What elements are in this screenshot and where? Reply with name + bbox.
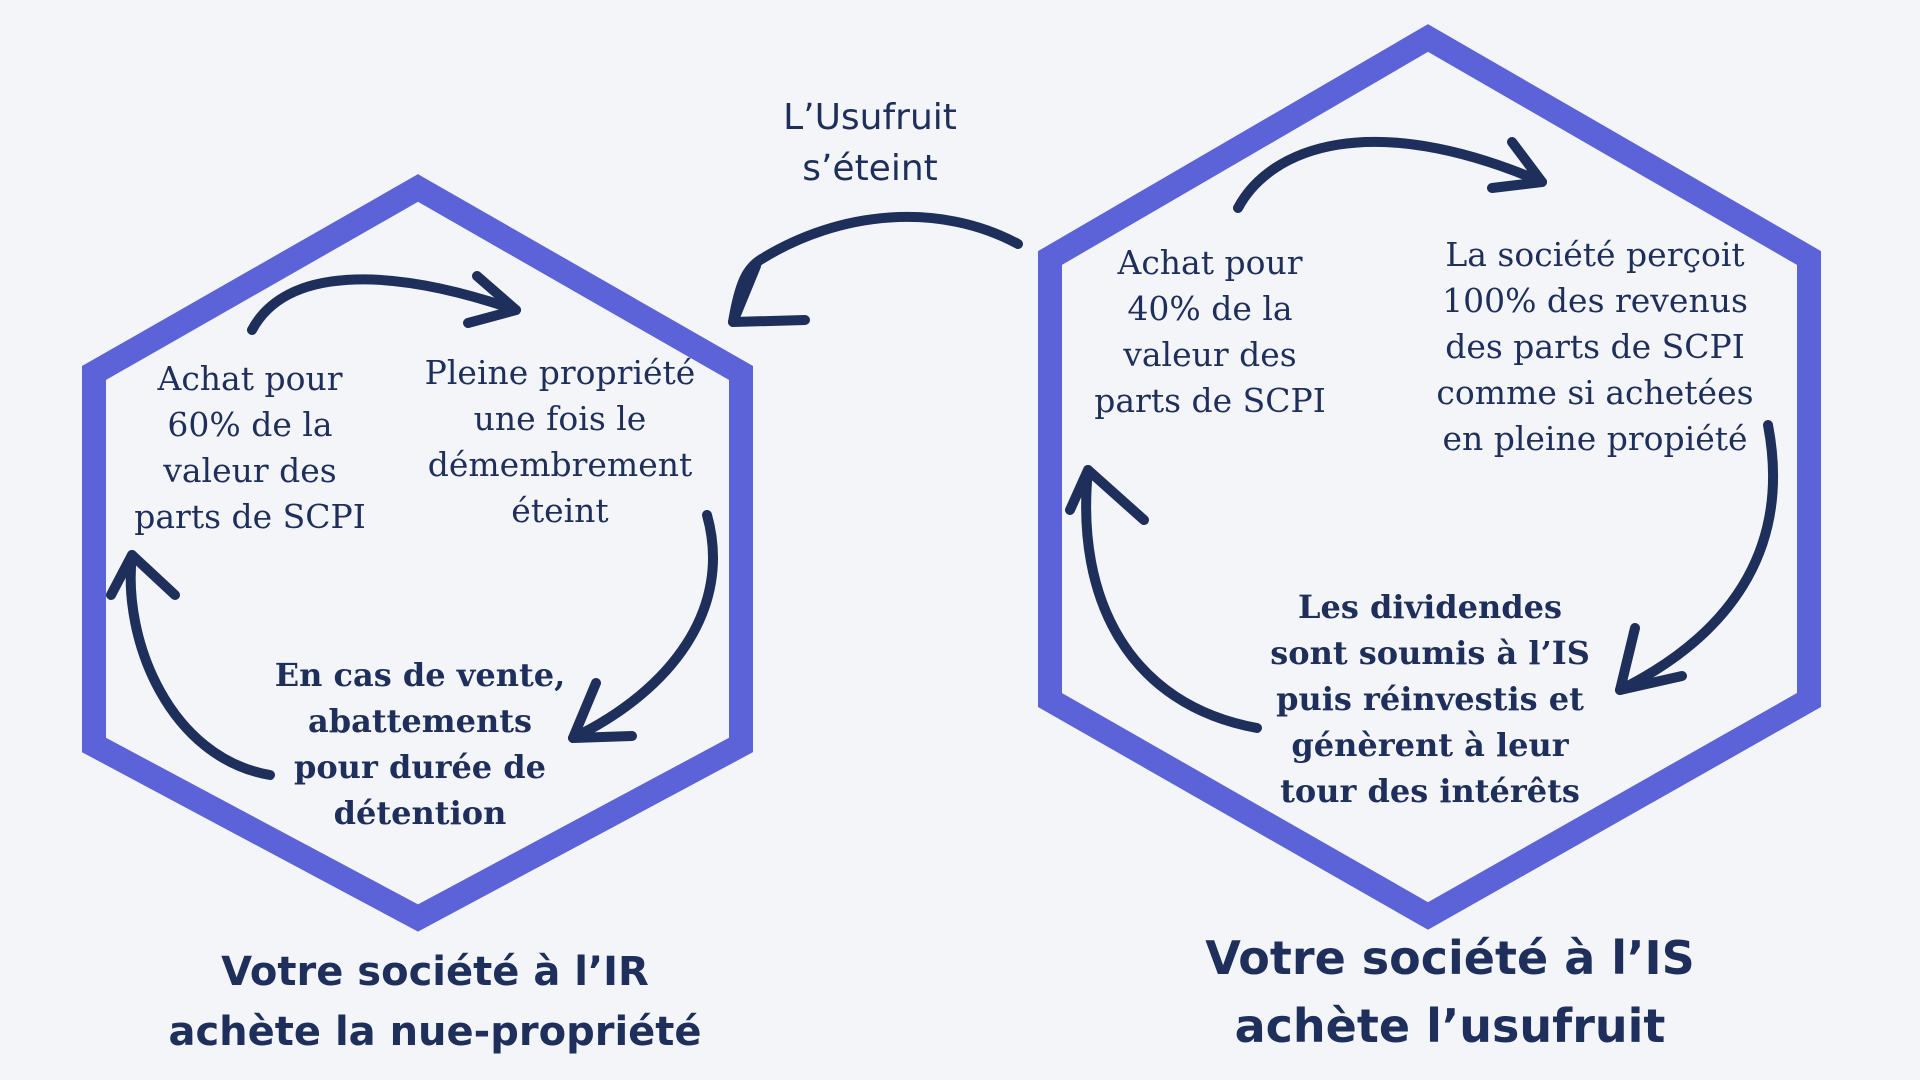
connector-label: L’Usufruit s’éteint bbox=[783, 97, 957, 189]
connector-arrow bbox=[728, 211, 1023, 327]
left-hexagon bbox=[82, 174, 753, 932]
right-cycle-arrow-right bbox=[1615, 420, 1779, 695]
right-step-income: La société perçoit 100% des revenus des … bbox=[1436, 235, 1754, 458]
right-step-dividends: Les dividendes sont soumis à l’IS puis r… bbox=[1270, 588, 1590, 810]
left-cycle-arrow-right bbox=[568, 510, 718, 743]
left-step-sale: En cas de vente, abattements pour durée … bbox=[274, 656, 566, 832]
right-step-purchase: Achat pour 40% de la valeur des parts de… bbox=[1094, 243, 1326, 420]
left-title: Votre société à l’IR achète la nue-propr… bbox=[168, 949, 702, 1055]
right-title: Votre société à l’IS achète l’usufruit bbox=[1205, 931, 1695, 1053]
left-step-full-ownership: Pleine propriété une fois le démembremen… bbox=[424, 353, 696, 530]
right-cycle-arrow-top bbox=[1233, 136, 1547, 213]
left-step-purchase: Achat pour 60% de la valeur des parts de… bbox=[134, 359, 366, 536]
right-cycle-arrow-left bbox=[1065, 465, 1262, 733]
right-hexagon bbox=[1038, 24, 1821, 930]
left-cycle-arrow-left bbox=[106, 550, 275, 780]
left-cycle-arrow-top bbox=[247, 271, 521, 335]
